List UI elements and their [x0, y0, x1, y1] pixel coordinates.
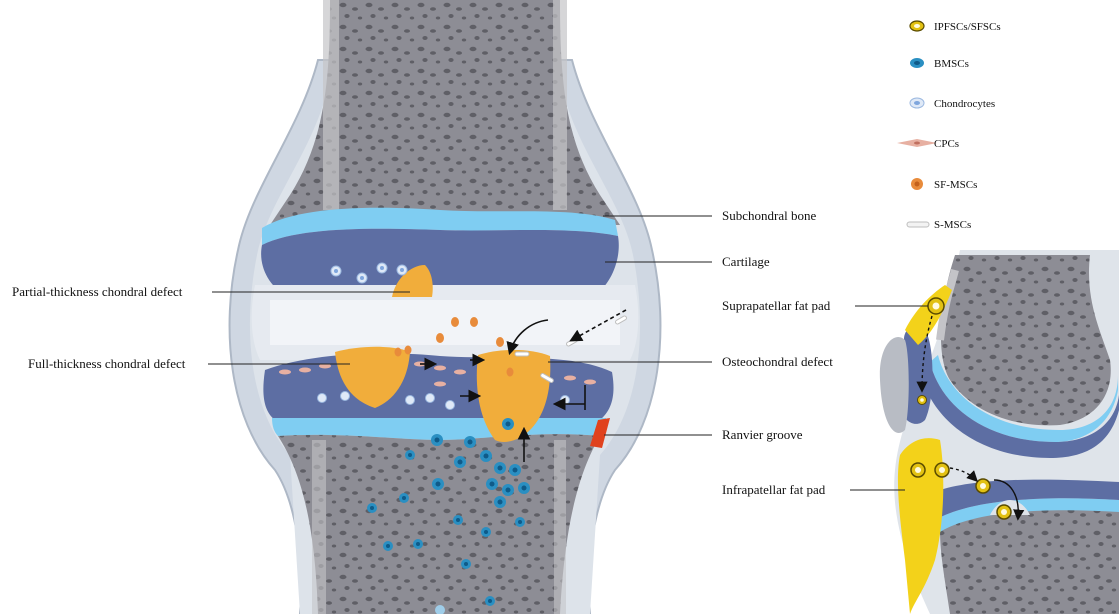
legend-label-chondrocytes: Chondrocytes	[934, 98, 995, 110]
label-full-thickness-defect: Full-thickness chondral defect	[28, 356, 186, 371]
label-subchondral-bone: Subchondral bone	[722, 208, 816, 223]
label-cartilage: Cartilage	[722, 254, 770, 269]
label-ranvier-groove: Ranvier groove	[722, 427, 803, 442]
legend-label-ipfscs: IPFSCs/SFSCs	[934, 21, 1001, 33]
s-msc-cell-icon	[907, 222, 929, 227]
label-suprapatellar-fat-pad: Suprapatellar fat pad	[722, 298, 831, 313]
cpc-cell-icon	[897, 139, 937, 147]
label-osteochondral-defect: Osteochondral defect	[722, 354, 833, 369]
label-partial-thickness-defect: Partial-thickness chondral defect	[12, 284, 183, 299]
ipfsc-sfsc-cell-icon	[910, 21, 924, 31]
main-knee-joint	[230, 0, 661, 614]
chondrocyte-cell-icon	[910, 98, 924, 108]
sagittal-knee-view	[880, 250, 1119, 614]
legend: IPFSCs/SFSCs BMSCs Chondrocytes CPCs SF-…	[897, 21, 1001, 231]
legend-label-cpcs: CPCs	[934, 138, 959, 150]
legend-label-bmscs: BMSCs	[934, 58, 969, 70]
legend-label-s-mscs: S-MSCs	[934, 219, 971, 231]
bmsc-cell-icon	[910, 58, 924, 68]
legend-label-sf-mscs: SF-MSCs	[934, 179, 977, 191]
tibia-bone	[278, 434, 600, 614]
sf-msc-cell-icon	[911, 178, 923, 190]
sagittal-tibia	[940, 508, 1119, 614]
label-infrapatellar-fat-pad: Infrapatellar fat pad	[722, 482, 826, 497]
femur-bone	[270, 0, 620, 225]
tibial-cartilage	[263, 353, 613, 420]
